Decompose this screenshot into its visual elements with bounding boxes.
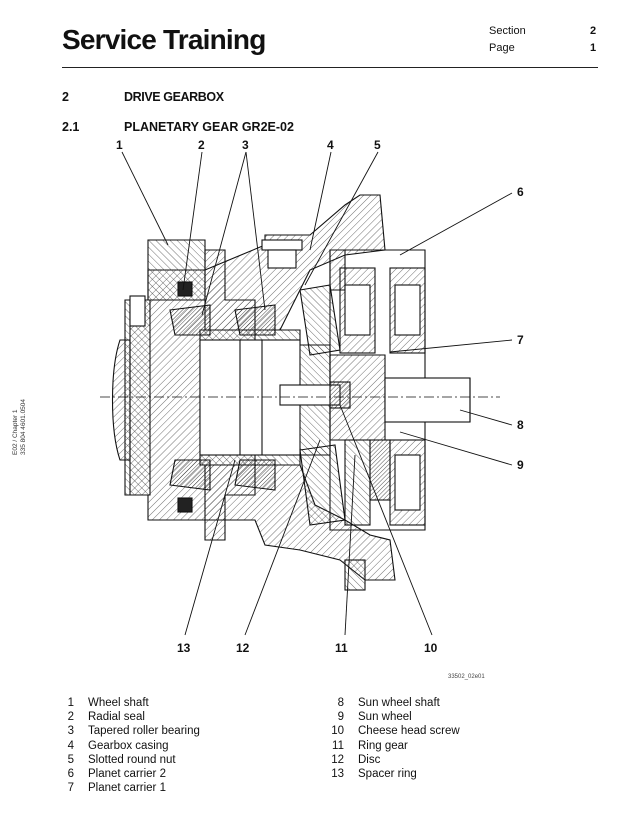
legend-num: 8 bbox=[337, 697, 344, 709]
legend-label: Slotted round nut bbox=[88, 753, 176, 766]
callout-5: 5 bbox=[374, 138, 381, 152]
callout-3: 3 bbox=[242, 138, 249, 152]
legend-num: 7 bbox=[67, 782, 74, 795]
callout-11: 11 bbox=[335, 641, 348, 655]
section-value: 2 bbox=[590, 25, 597, 37]
legend-item: 10 Cheese head screw bbox=[318, 724, 460, 738]
legend-label: Tapered roller bearing bbox=[88, 725, 200, 738]
legend-item: 3 Tapered roller bearing bbox=[48, 724, 200, 738]
planet-carrier-1 bbox=[329, 354, 386, 441]
figure-id: 33502_02e01 bbox=[448, 674, 485, 680]
planet-gear-bottom-2 bbox=[369, 439, 391, 501]
legend-label: Wheel shaft bbox=[88, 697, 149, 709]
callout-12: 12 bbox=[236, 641, 250, 655]
legend-num: 9 bbox=[337, 711, 344, 724]
chapter-number: 2 bbox=[62, 90, 69, 104]
legend-num: 5 bbox=[67, 753, 74, 766]
leader-lines bbox=[121, 151, 513, 636]
legend-label: Planet carrier 2 bbox=[88, 768, 166, 781]
legend-label: Cheese head screw bbox=[358, 725, 460, 738]
callout-13: 13 bbox=[177, 641, 191, 655]
callout-8: 8 bbox=[517, 418, 524, 432]
legend-item: 9 Sun wheel bbox=[318, 710, 460, 724]
callout-10: 10 bbox=[424, 641, 438, 655]
document-title: Service Training bbox=[62, 24, 266, 55]
top-bolt bbox=[261, 239, 303, 251]
legend-label: Disc bbox=[358, 753, 381, 766]
callout-7: 7 bbox=[517, 333, 524, 347]
callout-6: 6 bbox=[517, 185, 524, 199]
planet-gear-bottom-1 bbox=[344, 439, 371, 526]
page-value: 1 bbox=[590, 42, 597, 54]
tapered-bearing-top bbox=[169, 304, 211, 336]
radial-seal-bottom bbox=[177, 497, 193, 513]
legend-num: 10 bbox=[331, 725, 344, 738]
legend-label: Ring gear bbox=[358, 739, 408, 752]
legend-item: 6 Planet carrier 2 bbox=[48, 767, 200, 781]
legend-label: Sun wheel shaft bbox=[358, 697, 440, 709]
legend-item: 5 Slotted round nut bbox=[48, 753, 200, 767]
legend-item: 8 Sun wheel shaft bbox=[318, 696, 460, 710]
tapered-bearing-top-2 bbox=[234, 304, 276, 336]
tapered-bearing-bottom bbox=[169, 459, 211, 491]
legend-item: 13 Spacer ring bbox=[318, 767, 460, 781]
legend-num: 4 bbox=[67, 739, 74, 752]
callout-9: 9 bbox=[517, 458, 524, 472]
sun-wheel-shaft bbox=[384, 377, 471, 423]
legend-item: 2 Radial seal bbox=[48, 710, 200, 724]
legend-left: 1 Wheel shaft 2 Radial seal 3 Tapered rolle… bbox=[48, 696, 200, 795]
callout-4: 4 bbox=[327, 138, 334, 152]
legend-num: 12 bbox=[331, 753, 344, 766]
tapered-bearing-bottom-2 bbox=[234, 459, 276, 491]
radial-seal-top bbox=[177, 281, 193, 297]
header-rule bbox=[62, 67, 598, 68]
legend-item: 12 Disc bbox=[318, 753, 460, 767]
callout-2: 2 bbox=[198, 138, 205, 152]
legend-label: Sun wheel bbox=[358, 711, 412, 724]
section-label: Section bbox=[489, 25, 526, 37]
legend-item: 11 Ring gear bbox=[318, 739, 460, 753]
subchapter-number: 2.1 bbox=[62, 120, 80, 134]
legend-right: 8 Sun wheel shaft 9 Sun wheel 10 Cheese hea… bbox=[318, 696, 460, 781]
legend-item: 4 Gearbox casing bbox=[48, 739, 200, 753]
legend-label: Planet carrier 1 bbox=[88, 782, 166, 795]
chapter-title: DRIVE GEARBOX bbox=[124, 90, 224, 104]
legend-num: 13 bbox=[331, 768, 344, 781]
legend-num: 3 bbox=[67, 725, 74, 738]
page-label: Page bbox=[489, 42, 515, 54]
subchapter-title: PLANETARY GEAR GR2E-02 bbox=[124, 120, 294, 134]
legend-label: Gearbox casing bbox=[88, 739, 169, 752]
legend-label: Spacer ring bbox=[358, 768, 417, 781]
legend-num: 2 bbox=[67, 711, 74, 724]
legend-num: 11 bbox=[332, 739, 344, 752]
legend-label: Radial seal bbox=[88, 711, 145, 724]
legend-num: 6 bbox=[67, 768, 74, 781]
legend-item: 7 Planet carrier 1 bbox=[48, 781, 200, 795]
callout-1: 1 bbox=[116, 138, 123, 152]
legend-item: 1 Wheel shaft bbox=[48, 696, 200, 710]
legend-num: 1 bbox=[67, 697, 74, 709]
